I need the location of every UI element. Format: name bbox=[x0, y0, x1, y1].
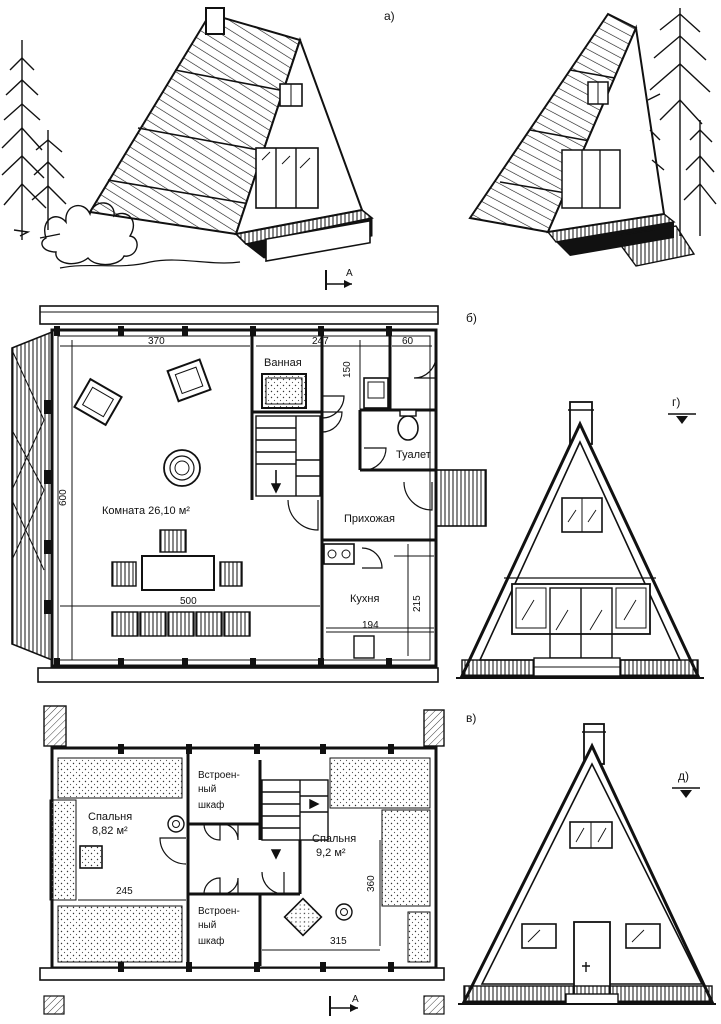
section-mark-letter: A bbox=[346, 268, 353, 279]
glazed-door bbox=[561, 149, 621, 209]
upper-interior-walls bbox=[186, 750, 302, 966]
chimney bbox=[205, 7, 225, 35]
armchair bbox=[166, 358, 212, 403]
living-furniture bbox=[73, 358, 251, 637]
dimension-lines bbox=[78, 840, 381, 951]
side-window bbox=[521, 923, 557, 949]
closet-label-1: Встроен- bbox=[198, 770, 240, 781]
eave-zone bbox=[381, 809, 431, 907]
rear-step bbox=[565, 993, 619, 1005]
room-area-bedroom1: 8,82 м² bbox=[92, 825, 128, 837]
tree-sketch bbox=[647, 8, 717, 236]
round-table bbox=[163, 449, 201, 487]
wall-posts bbox=[118, 744, 394, 972]
eave-zone bbox=[407, 911, 431, 963]
deck-step bbox=[265, 219, 371, 263]
door-swings bbox=[287, 355, 437, 569]
dim-600: 600 bbox=[58, 489, 69, 506]
roof-section-right bbox=[423, 709, 445, 747]
door-swings bbox=[159, 823, 285, 895]
closet-label-2: Встроен- bbox=[198, 906, 240, 917]
lamp bbox=[167, 815, 185, 833]
staircase-ground bbox=[255, 415, 321, 497]
room-label-bath: Ванная bbox=[264, 357, 302, 369]
dim-215: 215 bbox=[412, 595, 423, 612]
room-label-living: Комната 26,10 м² bbox=[102, 505, 190, 517]
tree-sketch bbox=[1, 40, 67, 240]
dim-247: 247 bbox=[312, 336, 329, 347]
gable-outline bbox=[459, 420, 701, 678]
panel-label-v: в) bbox=[466, 711, 476, 725]
chair bbox=[111, 561, 137, 587]
dining-table bbox=[141, 555, 215, 591]
panel-label-d: д) bbox=[678, 769, 689, 783]
dim-194: 194 bbox=[362, 620, 379, 631]
entry-steps bbox=[435, 469, 487, 527]
room-area-bedroom2: 9,2 м² bbox=[316, 847, 346, 859]
closet-label-1: ный bbox=[198, 784, 216, 795]
rear-door bbox=[573, 921, 611, 997]
room-label-bedroom2: Спальня bbox=[312, 833, 356, 845]
front-elevation bbox=[456, 401, 704, 679]
panel-label-g: г) bbox=[672, 395, 680, 409]
glazed-door bbox=[255, 147, 319, 209]
section-mark-letter: A bbox=[352, 994, 359, 1005]
dimension-lines bbox=[60, 340, 434, 660]
section-mark-a: A bbox=[325, 268, 353, 290]
rear-elevation bbox=[458, 723, 716, 1005]
perspective-view-left: A bbox=[1, 7, 374, 290]
dim-360: 360 bbox=[366, 875, 377, 892]
closet-label-2: шкаф bbox=[198, 935, 224, 947]
dim-500: 500 bbox=[180, 596, 197, 607]
toilet-bowl bbox=[397, 415, 419, 441]
bush-sketch bbox=[41, 202, 138, 266]
panel-label-b: б) bbox=[466, 311, 477, 325]
bedside-table bbox=[283, 897, 323, 937]
room-label-toilet: Туалет bbox=[396, 449, 431, 461]
staircase-upper bbox=[261, 779, 329, 860]
view-marker-g: г) bbox=[668, 395, 696, 424]
eave-zone bbox=[57, 757, 183, 799]
roof-edge-top bbox=[39, 305, 439, 325]
dim-150: 150 bbox=[342, 361, 353, 378]
closet-label-1: шкаф bbox=[198, 799, 224, 811]
ground-floor-plan: 370 247 60 150 600 500 215 194 Комната 2… bbox=[11, 305, 487, 683]
dim-245: 245 bbox=[116, 886, 133, 897]
view-marker-d: д) bbox=[672, 769, 700, 798]
side-window bbox=[625, 923, 661, 949]
perspective-view-right bbox=[468, 8, 717, 267]
kitchen-sink bbox=[353, 635, 375, 659]
lamp bbox=[335, 903, 353, 921]
room-label-bedroom1: Спальня bbox=[88, 811, 132, 823]
upper-floor-plan: Спальня 8,82 м² Спальня 9,2 м² Встроен- … bbox=[39, 705, 445, 1016]
dim-60: 60 bbox=[402, 336, 414, 347]
bathtub bbox=[261, 373, 307, 409]
room-label-hall: Прихожая bbox=[344, 513, 395, 525]
armchair bbox=[73, 377, 123, 427]
stove bbox=[323, 543, 355, 565]
chair bbox=[159, 529, 187, 553]
room-label-kitchen: Кухня bbox=[350, 593, 379, 605]
eave-zone bbox=[57, 905, 183, 963]
section-mark-a: A bbox=[329, 994, 359, 1016]
sofa-bench bbox=[111, 611, 251, 637]
ground-line bbox=[59, 259, 241, 269]
bedside-table bbox=[79, 845, 103, 869]
eave-zone bbox=[329, 757, 431, 809]
roof-edge-bottom bbox=[37, 667, 439, 683]
closet-label-2: ный bbox=[198, 920, 216, 931]
entry-stairs bbox=[612, 225, 696, 267]
roof-section-left bbox=[43, 705, 67, 747]
panel-label-a: а) bbox=[384, 9, 395, 23]
dim-370: 370 bbox=[148, 336, 165, 347]
chair bbox=[219, 561, 243, 587]
dim-315: 315 bbox=[330, 936, 347, 947]
interior-walls bbox=[250, 330, 436, 666]
